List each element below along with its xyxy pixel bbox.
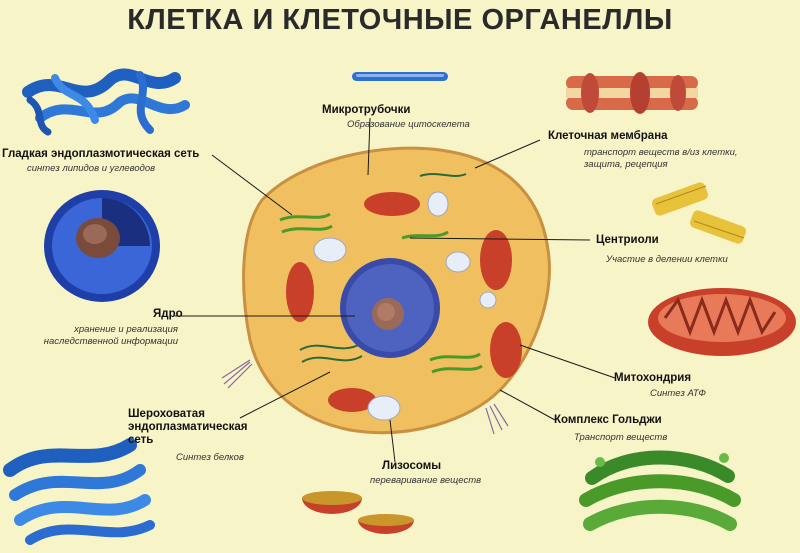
microtubules-function: Образование цитоскелета (347, 119, 470, 130)
rough-er-function: Синтез белков (176, 452, 244, 463)
cell-membrane-label: Клеточная мембрана (548, 130, 668, 142)
golgi-function: Транспорт веществ (574, 432, 668, 443)
golgi-illustration (579, 450, 741, 531)
main-cell (221, 146, 551, 435)
lysosomes-function: переваривание веществ (370, 475, 482, 486)
mitochondria-function: Синтез АТФ (650, 388, 706, 399)
membrane-illustration (566, 72, 698, 114)
cell-membrane-function-1: транспорт веществ в/из клетки, (584, 147, 738, 158)
nucleus-function-1: хранение и реализация (74, 324, 178, 335)
rough-er-illustration (3, 438, 155, 545)
microtubules-label: Микротрубочки (322, 104, 411, 116)
nucleus-function-2: наследственной информации (43, 336, 178, 347)
microtubule-illustration (352, 72, 448, 81)
centrioles-function: Участие в делении клетки (606, 254, 728, 265)
lysosomes-label: Лизосомы (382, 460, 442, 472)
nucleus-label: Ядро (153, 308, 183, 320)
mitochondrion-illustration (648, 288, 796, 356)
lysosome-illustration (302, 491, 414, 534)
rough-er-label-2: эндоплазматическая (128, 421, 248, 433)
centrioles-illustration (652, 182, 746, 244)
centrioles-label: Центриоли (596, 234, 659, 246)
rough-er-label-1: Шероховатая (128, 408, 205, 420)
nucleus-illustration (44, 190, 160, 302)
smooth-er-illustration (22, 68, 190, 136)
leader-lines (175, 117, 616, 463)
rough-er-label-3: сеть (128, 434, 154, 446)
smooth-er-function: синтез липидов и углеводов (27, 163, 156, 174)
page-title: КЛЕТКА И КЛЕТОЧНЫЕ ОРГАНЕЛЛЫ (127, 4, 673, 36)
mitochondria-label: Митохондрия (614, 372, 692, 384)
golgi-label: Комплекс Гольджи (554, 414, 662, 426)
smooth-er-label: Гладкая эндоплазмотическая сеть (2, 148, 200, 160)
cell-membrane-function-2: защита, рецепция (584, 159, 668, 170)
